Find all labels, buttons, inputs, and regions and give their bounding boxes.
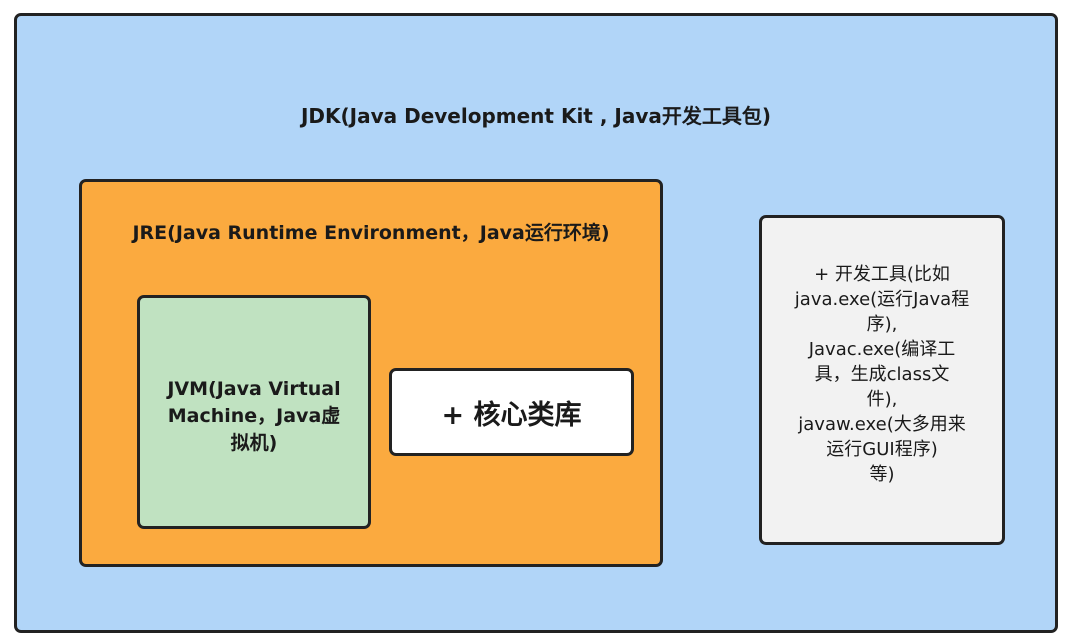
- dev-tools-line: 具，生成class文: [814, 364, 950, 385]
- dev-tools-box: + 开发工具(比如 java.exe(运行Java程 序), Javac.exe…: [759, 215, 1005, 545]
- dev-tools-line: javaw.exe(大多用来: [798, 414, 966, 435]
- jvm-title: JVM(Java Virtual Machine，Java虚 拟机): [146, 376, 362, 457]
- jvm-title-line: Machine，Java虚: [167, 405, 341, 427]
- dev-tools-line: 件),: [866, 389, 898, 410]
- jre-title: JRE(Java Runtime Environment，Java运行环境): [132, 222, 610, 244]
- jdk-box: JDK(Java Development Kit , Java开发工具包) + …: [14, 13, 1058, 633]
- jvm-title-line: 拟机): [230, 432, 278, 454]
- core-library-title: + 核心类库: [441, 400, 582, 431]
- dev-tools-line: 等): [869, 464, 895, 485]
- jdk-title: JDK(Java Development Kit , Java开发工具包): [300, 104, 771, 128]
- core-library-box: + 核心类库: [389, 368, 634, 456]
- jvm-title-line: JVM(Java Virtual: [167, 378, 341, 400]
- dev-tools-text: + 开发工具(比如 java.exe(运行Java程 序), Javac.exe…: [772, 262, 992, 487]
- dev-tools-line: 序),: [866, 314, 898, 335]
- jvm-box: JVM(Java Virtual Machine，Java虚 拟机): [137, 295, 371, 529]
- dev-tools-line: 运行GUI程序): [826, 439, 938, 460]
- dev-tools-line: java.exe(运行Java程: [794, 289, 970, 310]
- dev-tools-line: + 开发工具(比如: [814, 264, 950, 285]
- dev-tools-line: Javac.exe(编译工: [808, 339, 956, 360]
- jre-box: JRE(Java Runtime Environment，Java运行环境) J…: [79, 179, 663, 567]
